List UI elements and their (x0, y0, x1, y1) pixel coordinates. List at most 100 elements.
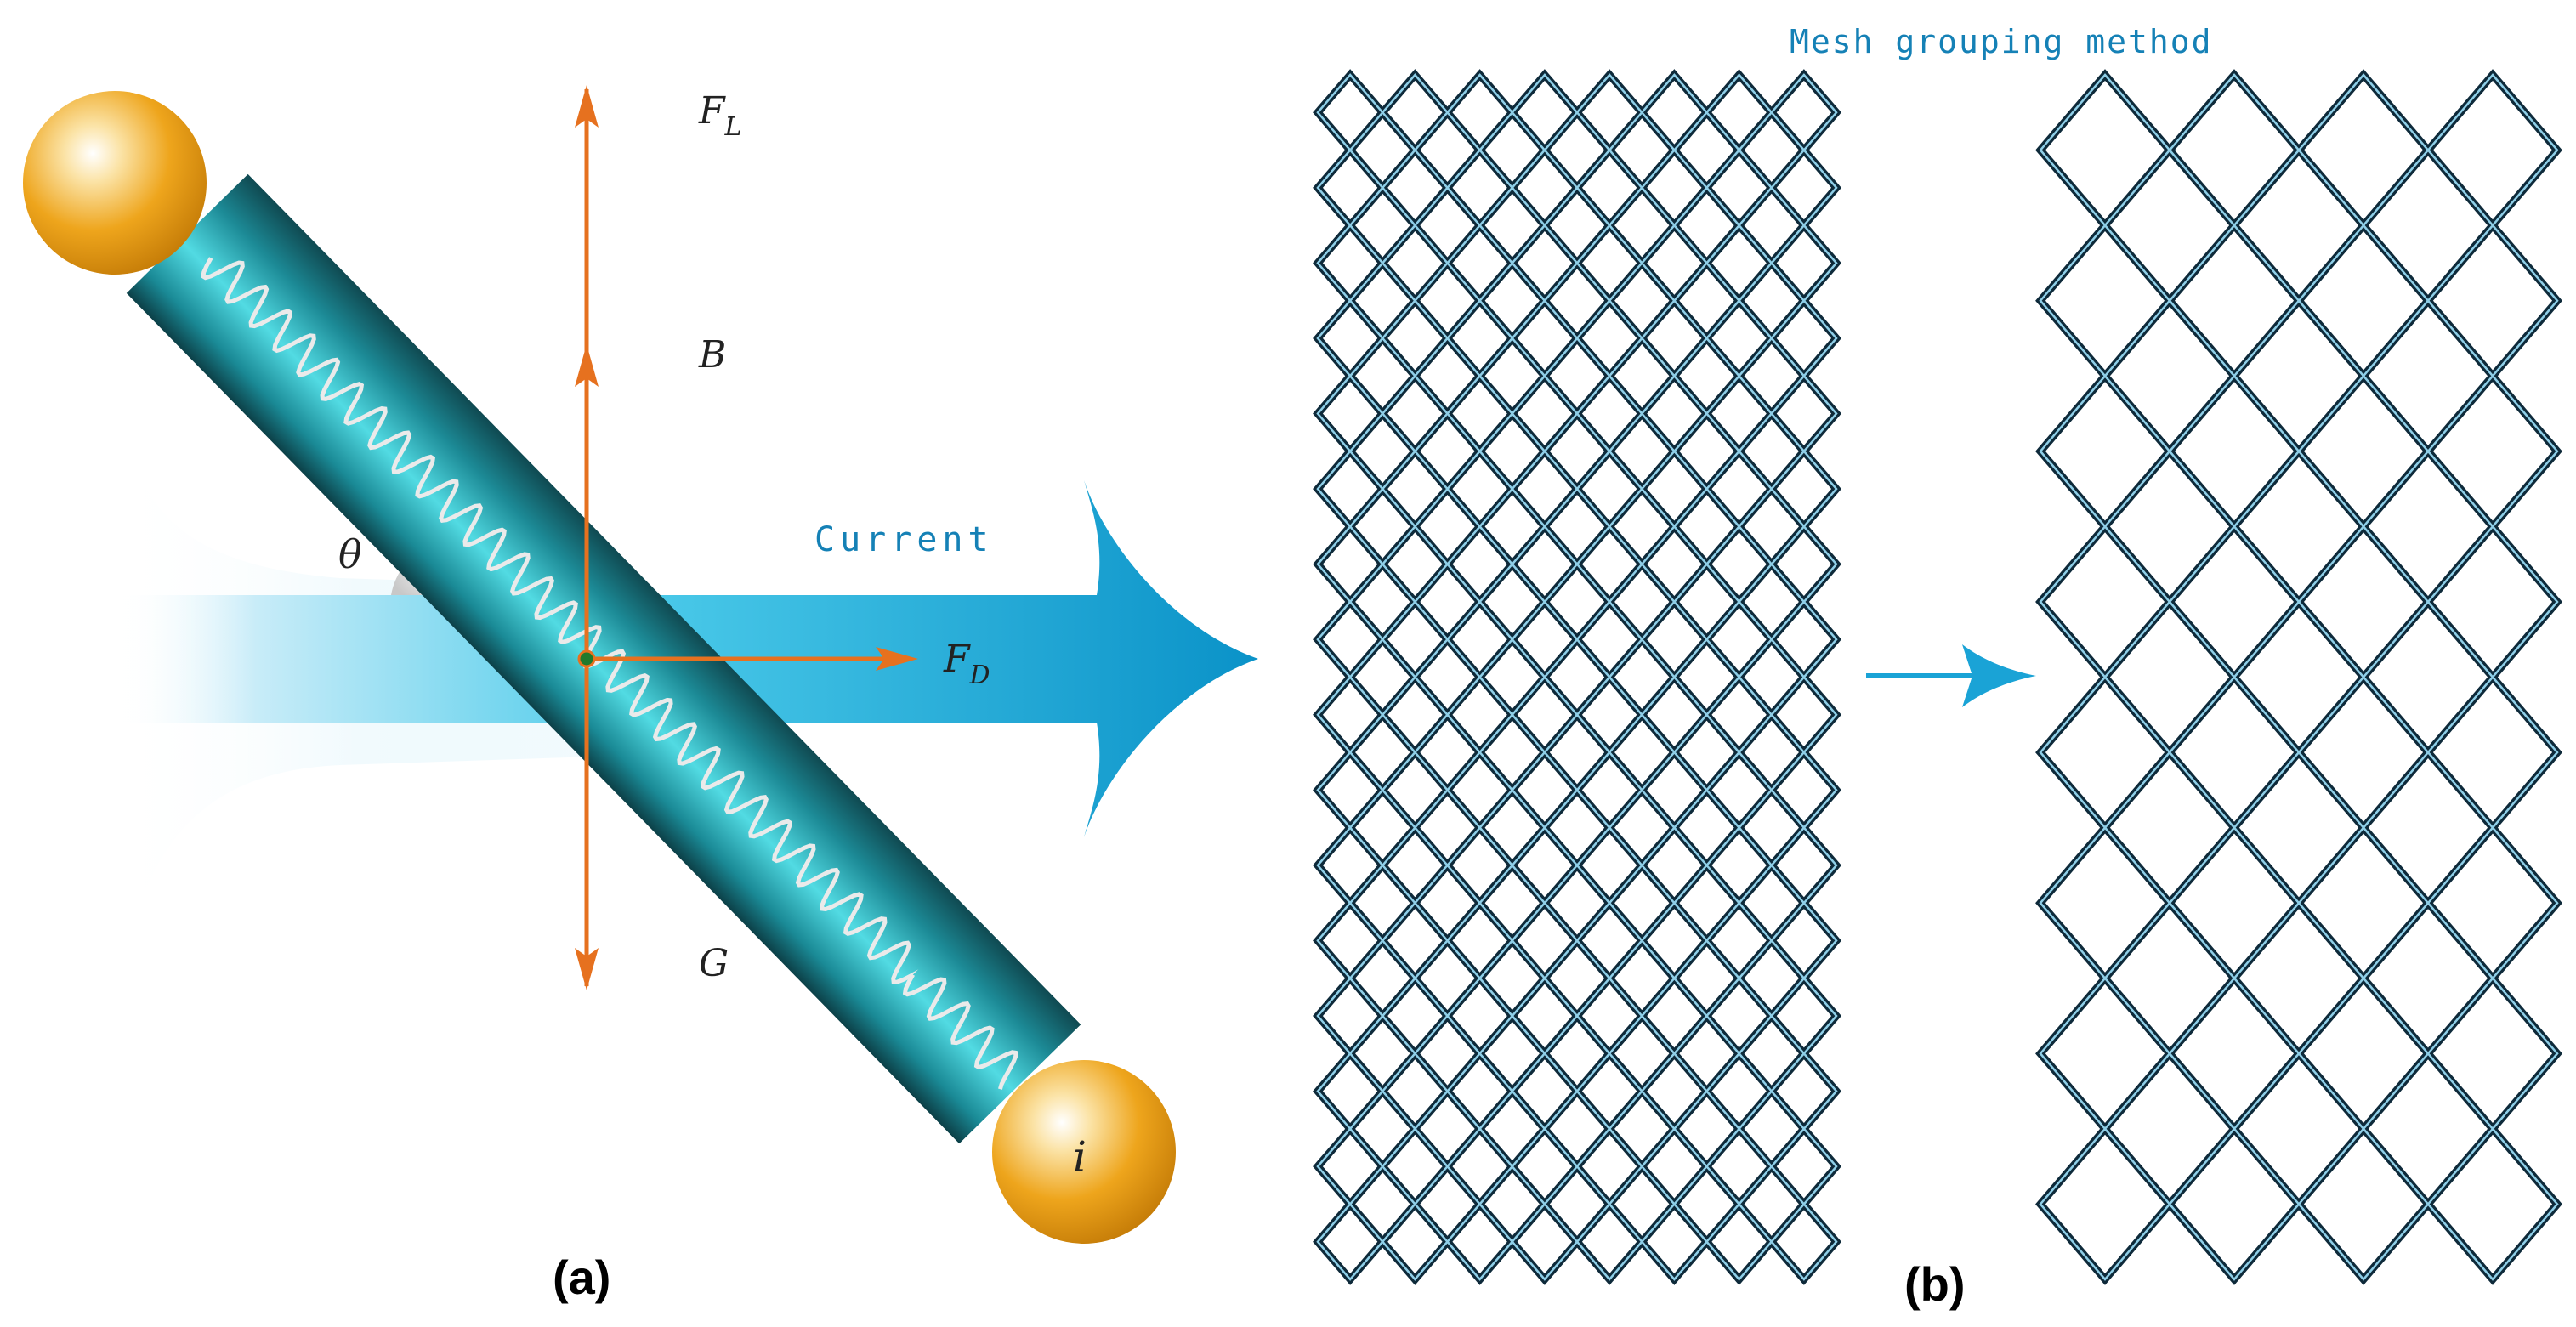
coarse-mesh-cell (2168, 825, 2301, 980)
dense-mesh-cell (1316, 1052, 1384, 1131)
dense-mesh-cell (1575, 148, 1643, 228)
dense-mesh-cell (1766, 520, 1841, 608)
coarse-mesh-cell (2168, 374, 2301, 529)
dense-mesh-cell (1377, 897, 1453, 984)
dense-mesh-cell (1313, 821, 1388, 910)
dense-mesh-cell (1506, 596, 1582, 683)
dense-mesh-cell (1701, 520, 1777, 608)
dense-mesh-cell (1381, 374, 1450, 453)
dense-mesh (1313, 69, 1841, 1285)
dense-mesh-cell (1766, 596, 1841, 683)
dense-mesh-cell (1377, 1198, 1453, 1285)
dense-mesh-cell (1575, 449, 1643, 529)
dense-mesh-cell (1572, 897, 1648, 984)
drag-force-label: FD (943, 638, 990, 690)
dense-mesh-cell (1640, 224, 1709, 303)
coarse-mesh-cell (2168, 525, 2301, 679)
dense-mesh-cell (1766, 746, 1841, 834)
coarse-mesh-cell (2423, 821, 2562, 984)
coarse-mesh-cell (2423, 520, 2562, 683)
dense-mesh-cell (1506, 445, 1582, 533)
coarse-mesh-cell (2165, 671, 2304, 834)
dense-mesh-cell (1313, 1047, 1388, 1135)
dense-mesh-cell (1313, 897, 1388, 984)
dense-mesh-cell (1313, 1198, 1388, 1285)
dense-mesh-cell (1637, 294, 1712, 383)
dense-mesh-cell (1316, 675, 1384, 754)
dense-mesh-cell (1381, 1202, 1450, 1281)
dense-mesh-cell (1701, 746, 1777, 834)
dense-mesh-cell (1637, 897, 1712, 984)
dense-mesh-cell (1506, 1047, 1582, 1135)
origin-point (577, 649, 596, 668)
rod-end-cap (852, 915, 1081, 1144)
dense-mesh-cell (1506, 370, 1582, 457)
dense-mesh-cell (1705, 374, 1773, 453)
dense-mesh-cell (1770, 600, 1838, 679)
dense-mesh-cell (1442, 294, 1518, 383)
dense-mesh-cell (1511, 901, 1579, 980)
dense-mesh-cell (1770, 449, 1838, 529)
coarse-mesh-cell (2035, 219, 2175, 383)
dense-mesh-cell (1442, 1122, 1518, 1211)
mesh-method-title: Mesh grouping method (1790, 23, 2213, 60)
field-arrowhead (575, 344, 599, 387)
dense-mesh-cell (1705, 1126, 1773, 1206)
dense-mesh-cell (1705, 976, 1773, 1056)
dense-mesh-cell (1572, 746, 1648, 834)
dense-mesh-cell (1506, 746, 1582, 834)
dense-mesh-cell (1442, 897, 1518, 984)
dense-mesh-cell (1506, 294, 1582, 383)
dense-mesh-cell (1506, 144, 1582, 232)
coarse-mesh-cell (2039, 675, 2171, 830)
dense-mesh-cell (1377, 294, 1453, 383)
dense-mesh-cell (1575, 374, 1643, 453)
coarse-mesh-cell (2294, 671, 2433, 834)
dense-mesh-cell (1445, 1202, 1514, 1281)
coarse-mesh-cell (2039, 224, 2171, 378)
coarse-mesh-cell (2294, 520, 2433, 683)
dense-mesh-cell (1640, 449, 1709, 529)
coarse-mesh-cell (2294, 1122, 2433, 1285)
panel-a: FL B G FD θ Current i (a) (23, 85, 1258, 1304)
coarse-mesh-cell (2423, 1122, 2562, 1285)
dense-mesh-cell (1640, 1052, 1709, 1131)
dense-mesh-cell (1381, 976, 1450, 1056)
dense-mesh-cell (1705, 600, 1773, 679)
dense-mesh-cell (1640, 825, 1709, 905)
dense-mesh-cell (1381, 148, 1450, 228)
dense-mesh-cell (1506, 69, 1582, 156)
dense-mesh-cell (1766, 1122, 1841, 1211)
coarse-mesh-cell (2423, 972, 2562, 1135)
dense-mesh-cell (1316, 224, 1384, 303)
dense-mesh-cell (1701, 294, 1777, 383)
dense-mesh-cell (1506, 520, 1582, 608)
coarse-mesh-cell (2297, 825, 2430, 980)
dense-mesh-cell (1313, 671, 1388, 758)
dense-mesh-cell (1572, 972, 1648, 1060)
dense-mesh-cell (1640, 148, 1709, 228)
dense-mesh-cell (1766, 294, 1841, 383)
dense-mesh-cell (1701, 897, 1777, 984)
dense-mesh-cell (1637, 596, 1712, 683)
dense-mesh-cell (1766, 1198, 1841, 1285)
dense-mesh-cell (1445, 1126, 1514, 1206)
dense-mesh-cell (1705, 148, 1773, 228)
dense-mesh-cell (1637, 144, 1712, 232)
dense-mesh-cell (1511, 1126, 1579, 1206)
dense-mesh-cell (1705, 298, 1773, 378)
dense-mesh-cell (1640, 298, 1709, 378)
lift-force-subscript: L (724, 112, 742, 142)
dense-mesh-cell (1442, 1047, 1518, 1135)
dense-mesh-cell (1445, 374, 1514, 453)
dense-mesh-cell (1313, 144, 1388, 232)
coarse-mesh-cell (2294, 370, 2433, 533)
dense-mesh-cell (1511, 148, 1579, 228)
dense-mesh-cell (1442, 671, 1518, 758)
dense-mesh-cell (1377, 671, 1453, 758)
coarse-mesh-cell (2297, 525, 2430, 679)
dense-mesh-cell (1766, 1047, 1841, 1135)
dense-mesh-cell (1316, 449, 1384, 529)
dense-mesh-cell (1572, 69, 1648, 156)
